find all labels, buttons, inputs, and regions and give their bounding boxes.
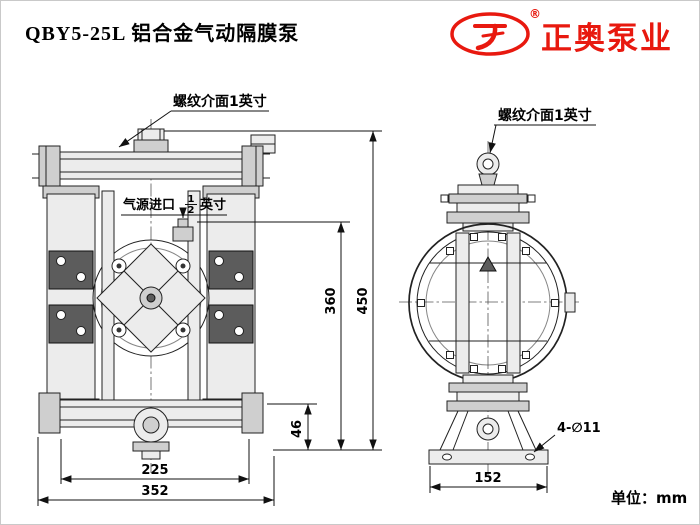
side-center-marker bbox=[479, 255, 497, 272]
mount-hole bbox=[442, 453, 452, 461]
front-view bbox=[32, 119, 276, 473]
mount-hole bbox=[525, 453, 535, 461]
mount-holes-label: 4-∅11 bbox=[557, 421, 601, 436]
dim-total-height: 450 bbox=[356, 287, 371, 314]
page-title: QBY5-25L 铝合金气动隔膜泵 bbox=[25, 23, 300, 45]
front-top-left-flange bbox=[38, 145, 61, 187]
dim-base-width: 152 bbox=[474, 471, 501, 486]
air-inlet-label-suffix: 英寸 bbox=[199, 197, 226, 213]
front-left-chamber bbox=[46, 193, 96, 405]
front-top-manifold bbox=[57, 151, 245, 180]
front-top-right-flange bbox=[241, 145, 264, 187]
dim-port-span: 225 bbox=[141, 463, 168, 478]
brand-name: 正奥泵业 bbox=[541, 21, 673, 57]
side-bottom-flange bbox=[446, 400, 530, 412]
front-diaphragm-housing bbox=[92, 239, 210, 357]
side-base-plate bbox=[428, 449, 549, 465]
side-thread-label: 螺纹介面1英寸 bbox=[498, 107, 592, 124]
dim-base-height: 46 bbox=[290, 420, 305, 438]
front-thread-label: 螺纹介面1英寸 bbox=[173, 93, 267, 110]
unit-label: 单位：mm bbox=[611, 489, 688, 507]
dim-body-height: 360 bbox=[324, 287, 339, 314]
air-inlet-label-prefix: 气源进口 bbox=[123, 197, 175, 213]
registered-mark: ® bbox=[529, 7, 541, 21]
front-bottom-left-flange bbox=[38, 392, 61, 434]
front-bottom-right-flange bbox=[241, 392, 264, 434]
dim-total-width: 352 bbox=[141, 484, 168, 499]
side-top-flange bbox=[448, 193, 528, 204]
brand-logo-icon bbox=[450, 12, 530, 56]
front-right-chamber bbox=[206, 193, 256, 405]
air-inlet-fraction-denominator: 2 bbox=[188, 205, 195, 216]
dimension-lines: 450 360 46 225 352 152 bbox=[37, 130, 548, 506]
front-air-inlet-port bbox=[177, 218, 189, 228]
air-inlet-fraction-numerator: 1 bbox=[188, 194, 195, 205]
side-tab bbox=[564, 292, 576, 313]
callouts: 螺纹介面1英寸 螺纹介面1英寸 气源进口 1 2 英寸 4-∅11 bbox=[118, 93, 601, 453]
brand-logo: ® 正奥泵业 bbox=[449, 7, 697, 59]
side-view bbox=[399, 141, 579, 475]
